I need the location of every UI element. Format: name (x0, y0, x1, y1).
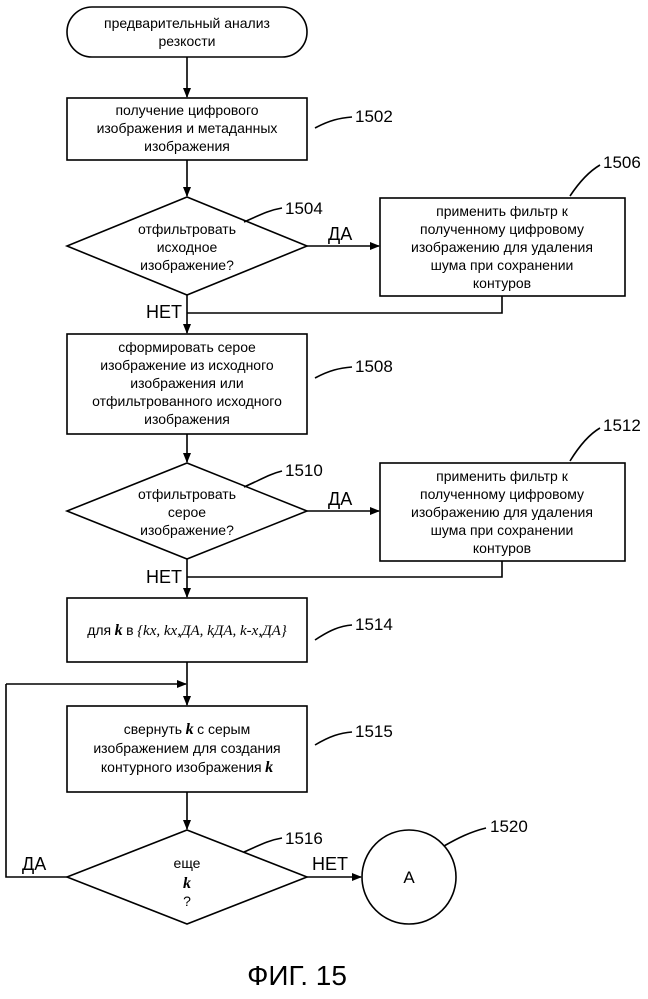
return-1512 (187, 561, 502, 577)
decision-1510-line-1: отфильтровать (138, 486, 236, 502)
step-1515-line-2: изображением для создания (93, 740, 280, 756)
label-1504-no: НЕТ (146, 302, 182, 322)
leader-1514 (315, 625, 352, 640)
connector-a: A (362, 830, 456, 924)
loop-back-line (6, 684, 67, 877)
decision-1516-line-3: ? (183, 893, 191, 909)
step-1508-line-4: отфильтрованного исходного (92, 393, 282, 409)
step-1514: для k в {kx, kx,ДА, kДА, k-x,ДА} (67, 598, 307, 662)
decision-1504: отфильтровать исходное изображение? (67, 197, 307, 295)
step-1515-line-3a: контурного изображения (101, 759, 262, 775)
decision-1516: еще k ? (67, 830, 307, 924)
step-1515-line-1: свернуть k с серым (124, 721, 250, 738)
step-1508-line-5: изображения (144, 411, 230, 427)
step-1515-k3: k (265, 759, 273, 776)
step-1506-line-1: применить фильтр к (436, 203, 569, 219)
decision-1510: отфильтровать серое изображение? (67, 463, 307, 559)
step-1512-line-3: изображению для удаления (411, 504, 593, 520)
step-1502-line-3: изображения (144, 138, 230, 154)
ref-1504: 1504 (285, 199, 323, 218)
ref-1502: 1502 (355, 107, 393, 126)
leader-1506 (570, 165, 600, 196)
label-1504-yes: ДА (328, 224, 352, 244)
leader-1508 (315, 367, 352, 378)
decision-1504-line-3: изображение? (140, 257, 234, 273)
step-1502-line-2: изображения и метаданных (97, 120, 278, 136)
decision-1504-line-1: отфильтровать (138, 221, 236, 237)
step-1506-line-5: контуров (473, 275, 531, 291)
step-1515-k1: k (186, 721, 194, 738)
ref-1516: 1516 (285, 829, 323, 848)
leader-1512 (570, 428, 600, 461)
label-1510-no: НЕТ (146, 567, 182, 587)
step-1515-line-1b: с серым (197, 721, 250, 737)
step-1508-line-2: изображение из исходного (100, 357, 274, 373)
step-1514-set: {kx, kx,ДА, kДА, k-x,ДА} (137, 623, 287, 639)
leader-1502 (315, 117, 352, 128)
leader-1504 (244, 208, 282, 222)
start-terminator: предварительный анализ резкости (67, 7, 307, 57)
start-line-2: резкости (159, 33, 216, 49)
step-1512-line-5: контуров (473, 540, 531, 556)
step-1508-line-3: изображения или (130, 375, 243, 391)
step-1508-line-1: сформировать серое (118, 339, 256, 355)
start-line-1: предварительный анализ (104, 15, 270, 31)
step-1512-line-2: полученному цифровому (420, 486, 584, 502)
step-1506: применить фильтр к полученному цифровому… (380, 198, 625, 296)
ref-1520: 1520 (490, 817, 528, 836)
step-1515-line-3: контурного изображения k (101, 759, 273, 776)
step-1512: применить фильтр к полученному цифровому… (380, 463, 625, 561)
ref-1508: 1508 (355, 357, 393, 376)
step-1514-prefix: для (87, 622, 111, 638)
step-1514-in: в (126, 622, 133, 638)
return-1506 (187, 296, 502, 313)
connector-a-label: A (403, 868, 415, 887)
label-1516-yes: ДА (22, 854, 46, 874)
ref-1514: 1514 (355, 615, 393, 634)
step-1508: сформировать серое изображение из исходн… (67, 334, 307, 434)
label-1510-yes: ДА (328, 489, 352, 509)
decision-1510-line-2: серое (168, 504, 206, 520)
figure-caption: ФИГ. 15 (247, 960, 347, 991)
decision-1504-line-2: исходное (157, 239, 218, 255)
ref-1515: 1515 (355, 722, 393, 741)
step-1512-line-1: применить фильтр к (436, 468, 569, 484)
ref-1510: 1510 (285, 461, 323, 480)
ref-1512: 1512 (603, 416, 641, 435)
step-1506-line-3: изображению для удаления (411, 239, 593, 255)
step-1506-line-2: полученному цифровому (420, 221, 584, 237)
leader-1516 (244, 838, 282, 852)
leader-1510 (244, 471, 282, 487)
ref-1506: 1506 (603, 153, 641, 172)
step-1515-line-1a: свернуть (124, 721, 182, 737)
step-1514-k: k (115, 622, 123, 639)
decision-1510-line-3: изображение? (140, 522, 234, 538)
decision-1516-line-1: еще (174, 855, 201, 871)
step-1502-line-1: получение цифрового (115, 102, 258, 118)
leader-1515 (315, 732, 352, 745)
label-1516-no: НЕТ (312, 854, 348, 874)
step-1506-line-4: шума при сохранении (431, 257, 574, 273)
step-1512-line-4: шума при сохранении (431, 522, 574, 538)
step-1502: получение цифрового изображения и метада… (67, 98, 307, 160)
leader-1520 (444, 828, 486, 846)
decision-1516-k: k (183, 875, 191, 892)
step-1514-text: для k в {kx, kx,ДА, kДА, k-x,ДА} (87, 622, 287, 639)
step-1515: свернуть k с серым изображением для созд… (67, 706, 307, 792)
